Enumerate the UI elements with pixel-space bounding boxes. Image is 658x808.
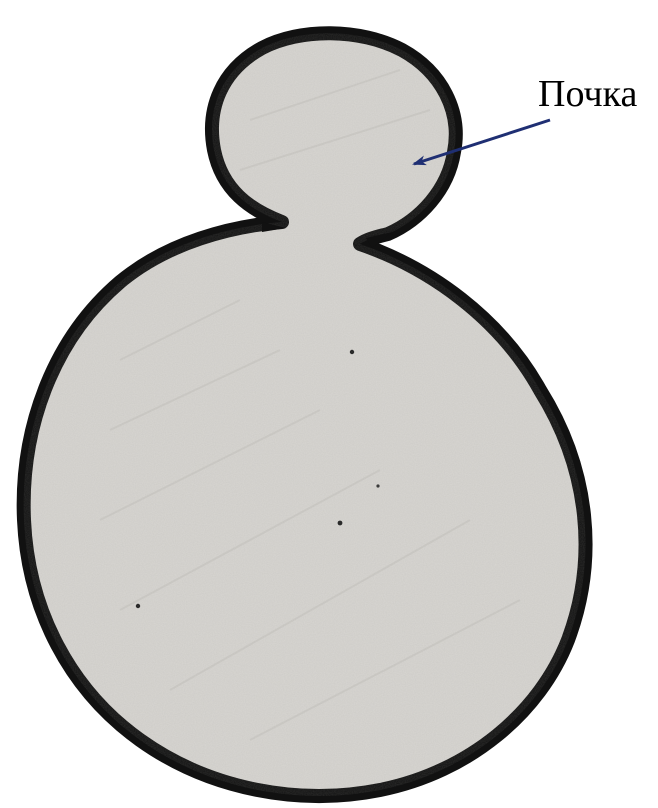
cell-body: [24, 33, 586, 796]
speck: [136, 604, 140, 608]
speck: [376, 484, 379, 487]
speck: [338, 521, 343, 526]
bud-label: Почка: [538, 72, 637, 116]
cell-texture: [24, 33, 586, 796]
speck: [350, 350, 354, 354]
